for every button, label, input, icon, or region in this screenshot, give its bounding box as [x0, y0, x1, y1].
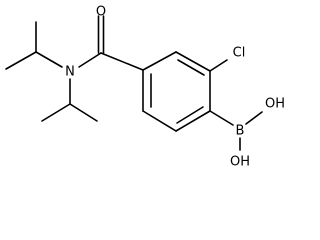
- atom-label-hydroxyl-top: OH: [265, 97, 285, 112]
- ring-bond-5: [142, 110, 177, 132]
- ring-bond-4: [175, 110, 211, 132]
- atom-label-chlorine: Cl: [233, 46, 246, 61]
- bond-isopropyl-top-methyl-a: [5, 51, 37, 70]
- chemical-structure-diagram: O N Cl B OH OH: [5, 5, 285, 170]
- ring-bond-2: [175, 51, 211, 72]
- bond-n-to-carbonyl: [78, 52, 102, 68]
- ring-bond-1: [142, 51, 177, 71]
- bond-b-to-oh-top: [245, 111, 263, 125]
- atom-label-boron: B: [236, 124, 245, 139]
- bond-carbonyl-to-ring: [100, 52, 144, 71]
- ring-inner-double-2: [176, 106, 204, 124]
- molecule-svg: O N Cl B OH OH: [5, 5, 285, 170]
- bond-ring-to-cl: [209, 59, 228, 72]
- atom-label-hydroxyl-bottom: OH: [230, 155, 250, 170]
- bond-isopropyl-bottom-methyl-b: [69, 103, 98, 122]
- atom-label-oxygen: O: [96, 5, 106, 20]
- bond-isopropyl-bottom-methyl-a: [41, 103, 71, 122]
- bond-isopropyl-top-to-n: [35, 51, 63, 68]
- ring-inner-double-1: [177, 59, 205, 76]
- bond-ring-to-b: [209, 110, 234, 126]
- atom-label-nitrogen: N: [65, 65, 75, 80]
